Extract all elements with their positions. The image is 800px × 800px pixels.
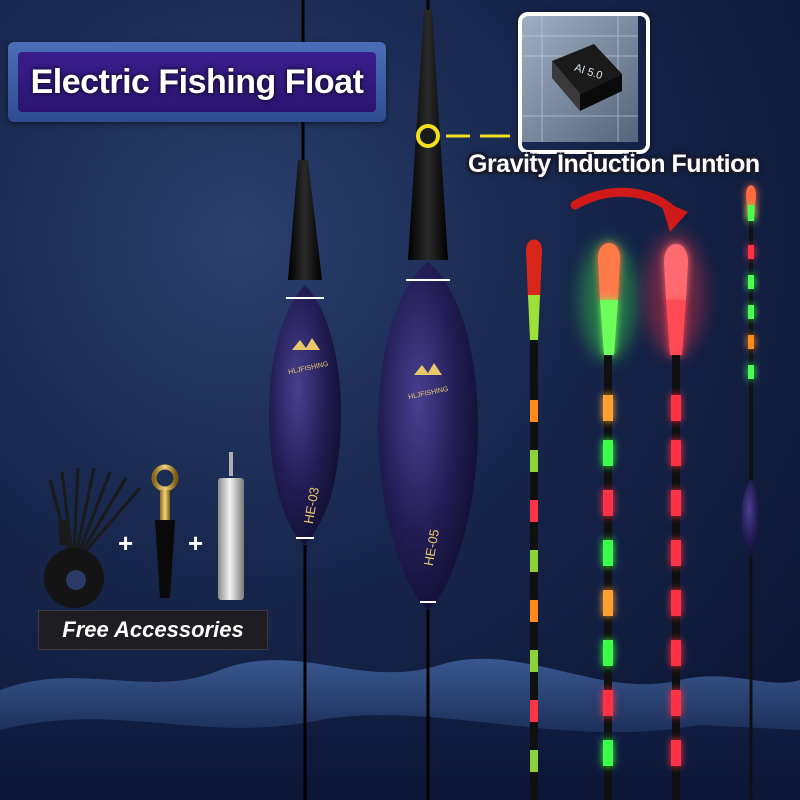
free-accessories-banner: Free Accessories: [38, 610, 268, 650]
accessory-swivel: [151, 464, 179, 598]
title-banner: Electric Fishing Float: [8, 42, 386, 122]
plus-sign-2: +: [188, 528, 204, 558]
accessory-float-stoppers: [44, 467, 142, 608]
accessory-battery: [218, 452, 244, 600]
product-title: Electric Fishing Float: [30, 63, 364, 101]
title-banner-inner: Electric Fishing Float: [18, 52, 376, 112]
float-full-thin: [741, 185, 761, 800]
free-accessories-label: Free Accessories: [62, 617, 244, 642]
gravity-arrow: [570, 187, 677, 215]
float-stick-red-lit: [645, 233, 705, 800]
chip-illustration: [522, 16, 638, 142]
plus-sign-1: +: [118, 528, 134, 558]
float-stick-green-lit: [580, 240, 636, 800]
chip-label: AI 5.0: [572, 61, 604, 83]
float-he-03: [268, 0, 342, 800]
chip-callout: AI 5.0: [518, 12, 650, 154]
float-stick-unlit: [526, 239, 542, 800]
chip-pointer-dot: [416, 124, 440, 148]
gravity-induction-label: Gravity Induction Funtion: [468, 150, 760, 178]
